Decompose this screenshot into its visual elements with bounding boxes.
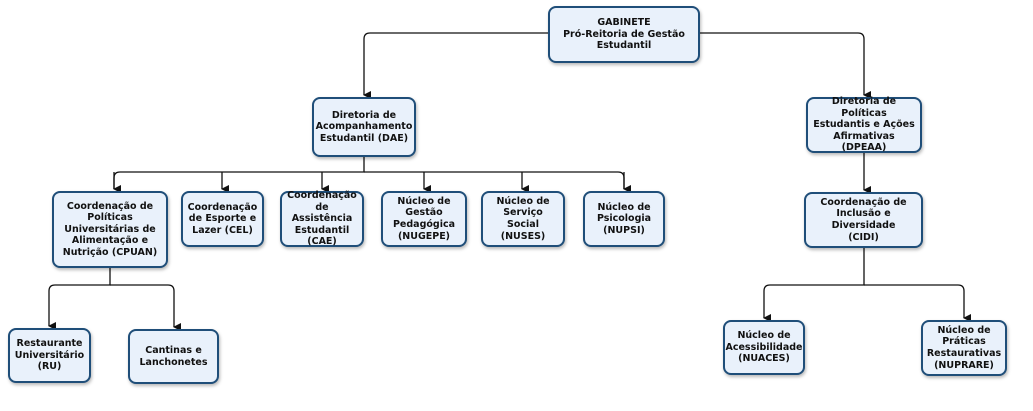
connector-cpuan-cantinas [110, 284, 181, 331]
connector-gabinete-dae [363, 32, 548, 99]
node-dpeaa: Diretoria de Políticas Estudantis e Açõe… [806, 96, 922, 153]
node-cel: Coordenação de Esporte e Lazer (CEL) [181, 191, 264, 247]
connector-cpuan-ru [48, 268, 111, 330]
node-nupsi: Núcleo de Psicologia (NUPSI) [583, 191, 665, 247]
node-nugepe: Núcleo de Gestão Pedagógica (NUGEPE) [381, 191, 467, 247]
connector-cidi-nuprare [864, 284, 971, 322]
node-cidi: Coordenação de Inclusão e Diversidade (C… [804, 192, 923, 248]
node-dae: Diretoria de Acompanhamento Estudantil (… [312, 97, 416, 157]
connector-dae-branches [113, 157, 365, 189]
node-cpuan: Coordenação de Políticas Universitárias … [52, 191, 168, 268]
node-nuaces: Núcleo de Acessibilidade (NUACES) [723, 320, 805, 375]
connector-gabinete-dpeaa [700, 32, 871, 99]
node-gabinete: GABINETE Pró-Reitoria de Gestão Estudant… [548, 6, 700, 63]
node-nuprare: Núcleo de Práticas Restaurativas (NUPRAR… [921, 320, 1007, 376]
node-ru: Restaurante Universitário (RU) [8, 328, 91, 383]
node-nuses: Núcleo de Serviço Social (NUSES) [481, 191, 565, 247]
connector-dae-branches-right [364, 171, 625, 189]
connector-cidi-nuaces [763, 248, 865, 322]
node-cantinas: Cantinas e Lanchonetes [128, 329, 219, 384]
node-cae: Coordenação de Assistência Estudantil (C… [280, 190, 364, 247]
